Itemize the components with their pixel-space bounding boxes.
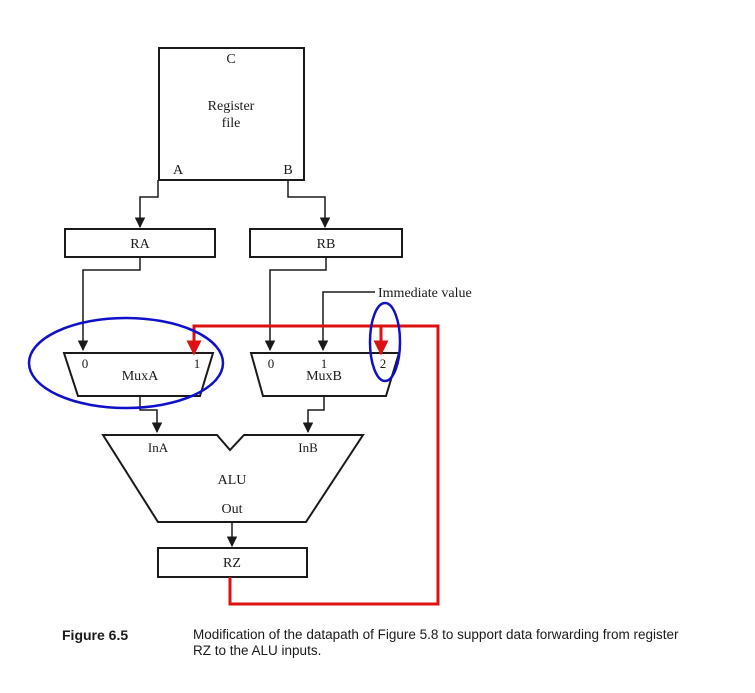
mux-a-label: MuxA	[122, 369, 159, 384]
highlight-muxb-input2-ellipse	[368, 301, 402, 383]
mux-a: 0 1 MuxA	[62, 352, 215, 397]
register-ra-label: RA	[130, 237, 150, 252]
alu-input-b: InB	[298, 440, 318, 455]
mux-b-input-2: 2	[380, 356, 387, 371]
register-rz-label: RZ	[223, 556, 241, 571]
register-file-port-c: C	[226, 52, 235, 67]
wire-muxb-to-alu	[302, 396, 325, 434]
mux-b-input-1: 1	[321, 356, 328, 371]
caption-figure-label: Figure 6.5	[62, 627, 129, 643]
register-rb: RB	[249, 228, 403, 258]
register-rb-label: RB	[317, 237, 336, 252]
wire-port-b-to-rb	[287, 180, 331, 229]
mux-b-label: MuxB	[306, 369, 342, 384]
register-file-title-line1: Register	[208, 99, 255, 114]
wire-immediate-to-muxb	[317, 291, 375, 352]
mux-b: 0 1 2 MuxB	[249, 352, 401, 397]
alu-label: ALU	[218, 473, 247, 488]
wire-ra-to-muxa	[77, 257, 141, 352]
wire-rb-to-muxb	[264, 257, 327, 352]
alu-input-a: InA	[148, 440, 169, 455]
wire-muxa-to-alu	[139, 396, 163, 434]
mux-a-input-0: 0	[82, 356, 89, 371]
alu-output-label: Out	[222, 502, 243, 517]
mux-b-input-0: 0	[268, 356, 275, 371]
wire-port-a-to-ra	[134, 180, 159, 229]
immediate-value-label: Immediate value	[378, 286, 472, 301]
register-ra: RA	[64, 228, 216, 258]
register-file: C Register file A B	[158, 47, 305, 181]
register-rz: RZ	[157, 547, 308, 578]
alu: InA InB ALU Out	[101, 434, 365, 523]
highlight-muxa-ellipse	[27, 316, 225, 410]
mux-a-input-1: 1	[194, 356, 201, 371]
register-file-port-b: B	[283, 163, 292, 178]
caption-text: Modification of the datapath of Figure 5…	[193, 627, 679, 658]
register-file-title-line2: file	[222, 116, 241, 131]
register-file-port-a: A	[173, 163, 184, 178]
